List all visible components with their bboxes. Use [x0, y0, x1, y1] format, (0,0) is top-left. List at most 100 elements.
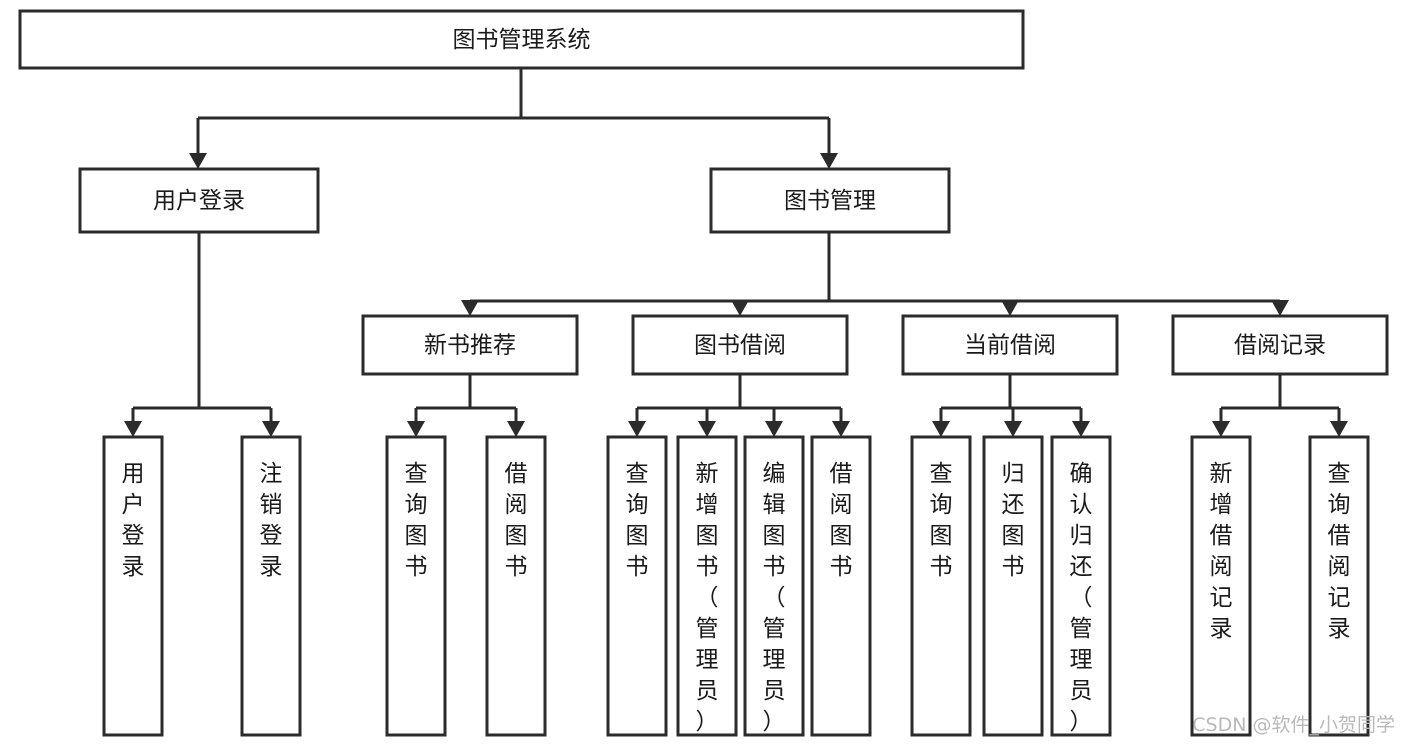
leaf-label-char: 登: [122, 523, 145, 549]
leaf-node[interactable]: 用户登录: [102, 435, 164, 737]
level3-node[interactable]: 图书借阅: [631, 314, 849, 376]
leaf-label-char: 图: [830, 523, 853, 549]
leaf-label-char: （: [1070, 585, 1093, 611]
leaf-label-char: 录: [260, 554, 283, 580]
level3-node[interactable]: 借阅记录: [1171, 314, 1389, 376]
leaf-label-char: （: [763, 585, 786, 611]
leaf-label-char: （: [696, 585, 719, 611]
leaf-label-char: 借: [1328, 523, 1351, 549]
level3-box[interactable]: [1171, 314, 1389, 376]
level3-label: 新书推荐: [424, 333, 516, 359]
leaf-label-char: 理: [696, 647, 719, 673]
leaf-label-char: 管: [763, 616, 786, 642]
leaf-box[interactable]: [606, 435, 668, 737]
leaf-box[interactable]: [240, 435, 302, 737]
leaf-label-char: 记: [1328, 585, 1351, 611]
leaf-box[interactable]: [485, 435, 547, 737]
node-layer: 图书管理系统用户登录图书管理新书推荐图书借阅当前借阅借阅记录用户登录注销登录查询…: [18, 9, 1389, 737]
leaf-box[interactable]: [676, 435, 738, 737]
leaf-label-char: 询: [1328, 492, 1351, 518]
arrow-head-icon: [461, 300, 479, 316]
level2-label: 图书管理: [784, 188, 876, 214]
leaf-label-char: 归: [1070, 523, 1093, 549]
leaf-label-char: 编: [763, 461, 786, 487]
level3-label: 图书借阅: [694, 333, 786, 359]
leaf-box[interactable]: [810, 435, 872, 737]
leaf-label-char: 理: [1070, 647, 1093, 673]
level3-label: 借阅记录: [1234, 333, 1326, 359]
leaf-label-char: ）: [696, 709, 719, 735]
arrow-head-icon: [124, 421, 142, 437]
level2-label: 用户登录: [153, 188, 245, 214]
level3-box[interactable]: [631, 314, 849, 376]
leaf-label-char: 阅: [505, 492, 528, 518]
arrow-head-icon: [1271, 300, 1289, 316]
leaf-box[interactable]: [743, 435, 805, 737]
leaf-label-char: 查: [930, 461, 953, 487]
arrow-head-icon: [1004, 421, 1022, 437]
leaf-label-char: 图: [505, 523, 528, 549]
arrow-head-icon: [932, 421, 950, 437]
leaf-box[interactable]: [1190, 435, 1252, 737]
leaf-box[interactable]: [385, 435, 447, 737]
root-node[interactable]: 图书管理系统: [18, 9, 1025, 70]
leaf-box[interactable]: [910, 435, 972, 737]
level3-node[interactable]: 新书推荐: [361, 314, 579, 376]
leaf-label-char: 借: [505, 461, 528, 487]
level3-node[interactable]: 当前借阅: [901, 314, 1119, 376]
leaf-label-char: 记: [1210, 585, 1233, 611]
leaf-label-char: 户: [122, 492, 145, 518]
leaf-label-char: 图: [1002, 523, 1025, 549]
leaf-label-char: 管: [696, 616, 719, 642]
leaf-box[interactable]: [982, 435, 1044, 737]
leaf-label-char: 书: [626, 554, 649, 580]
leaf-label-char: ）: [763, 709, 786, 735]
arrow-head-icon: [832, 421, 850, 437]
leaf-label-char: 书: [505, 554, 528, 580]
leaf-label-char: 增: [1210, 492, 1233, 518]
arrow-head-icon: [189, 153, 207, 169]
arrow-head-icon: [1330, 421, 1348, 437]
level3-box[interactable]: [361, 314, 579, 376]
leaf-label-char: 图: [696, 523, 719, 549]
leaf-label-char: 录: [122, 554, 145, 580]
leaf-label-char: 查: [405, 461, 428, 487]
root-box[interactable]: [18, 9, 1025, 70]
leaf-label-char: 理: [763, 647, 786, 673]
leaf-label-char: 阅: [1210, 554, 1233, 580]
arrow-head-icon: [698, 421, 716, 437]
level2-box[interactable]: [709, 167, 951, 234]
level2-node[interactable]: 用户登录: [78, 167, 320, 234]
arrow-head-icon: [820, 153, 838, 169]
leaf-label-char: 管: [1070, 616, 1093, 642]
arrow-head-icon: [407, 421, 425, 437]
leaf-box[interactable]: [1050, 435, 1112, 737]
leaf-label-char: 书: [763, 554, 786, 580]
leaf-box[interactable]: [102, 435, 164, 737]
leaf-label-char: 新: [696, 461, 719, 487]
level2-node[interactable]: 图书管理: [709, 167, 951, 234]
leaf-label-char: 图: [405, 523, 428, 549]
arrow-head-icon: [1001, 300, 1019, 316]
level2-box[interactable]: [78, 167, 320, 234]
leaf-label-char: 登: [260, 523, 283, 549]
leaf-label-char: 图: [930, 523, 953, 549]
leaf-label-char: 图: [626, 523, 649, 549]
level3-box[interactable]: [901, 314, 1119, 376]
leaf-label-char: 询: [930, 492, 953, 518]
leaf-box[interactable]: [1308, 435, 1370, 737]
leaf-label-char: 借: [830, 461, 853, 487]
leaf-label-char: 销: [260, 492, 283, 518]
